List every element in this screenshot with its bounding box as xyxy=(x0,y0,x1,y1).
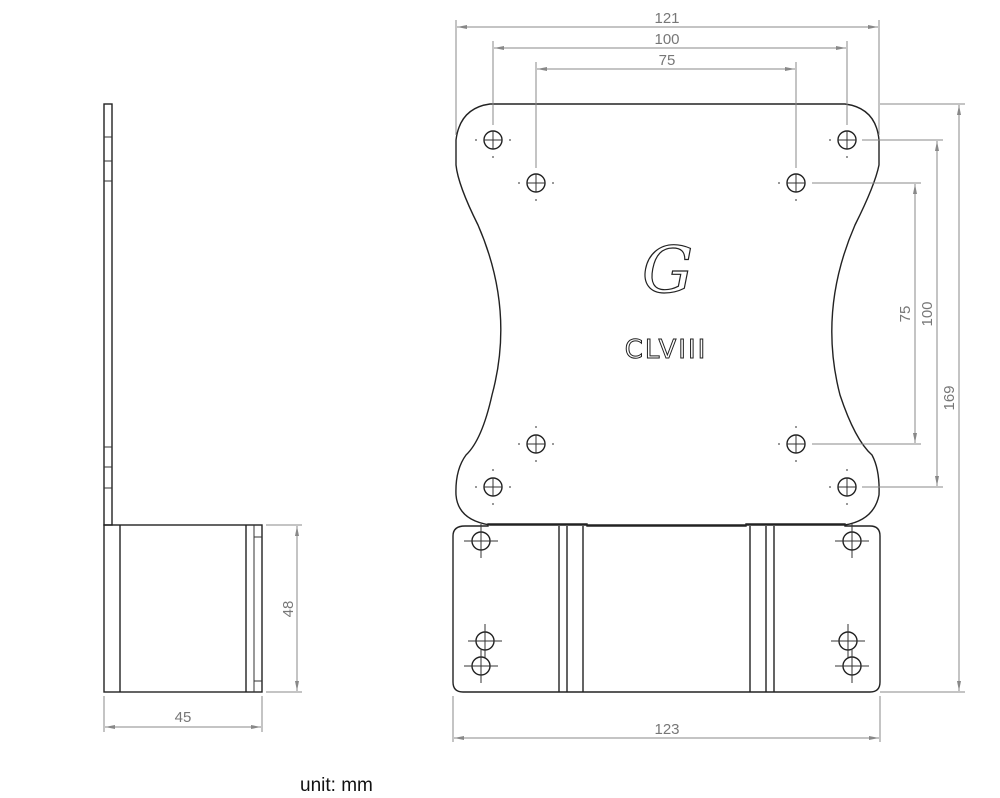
dim-label-75-v: 75 xyxy=(897,306,914,323)
dim-label-45: 45 xyxy=(175,709,192,726)
side-view-plate xyxy=(103,103,113,526)
dim-label-75-h: 75 xyxy=(659,52,676,69)
vesa-plate-outline xyxy=(455,103,880,526)
dim-label-121: 121 xyxy=(654,10,679,27)
dim-label-48: 48 xyxy=(280,601,297,618)
dim-label-100-v: 100 xyxy=(919,301,936,326)
side-view: 48 45 xyxy=(103,103,302,732)
logo-g: G xyxy=(642,234,693,308)
unit-label: unit: mm xyxy=(300,775,373,796)
base-plate-outline xyxy=(452,523,881,693)
dim-label-123: 123 xyxy=(654,721,679,738)
side-view-hole-marks xyxy=(104,136,112,489)
engraving-text: CLVIII xyxy=(625,335,708,365)
dim-label-100-h: 100 xyxy=(654,31,679,48)
mounting-holes xyxy=(464,122,869,683)
side-view-base xyxy=(103,524,263,693)
base-plate-bends xyxy=(558,526,775,692)
dim-label-169: 169 xyxy=(941,385,958,410)
front-view: G CLVIII 121 100 75 75 100 169 123 xyxy=(452,10,965,742)
